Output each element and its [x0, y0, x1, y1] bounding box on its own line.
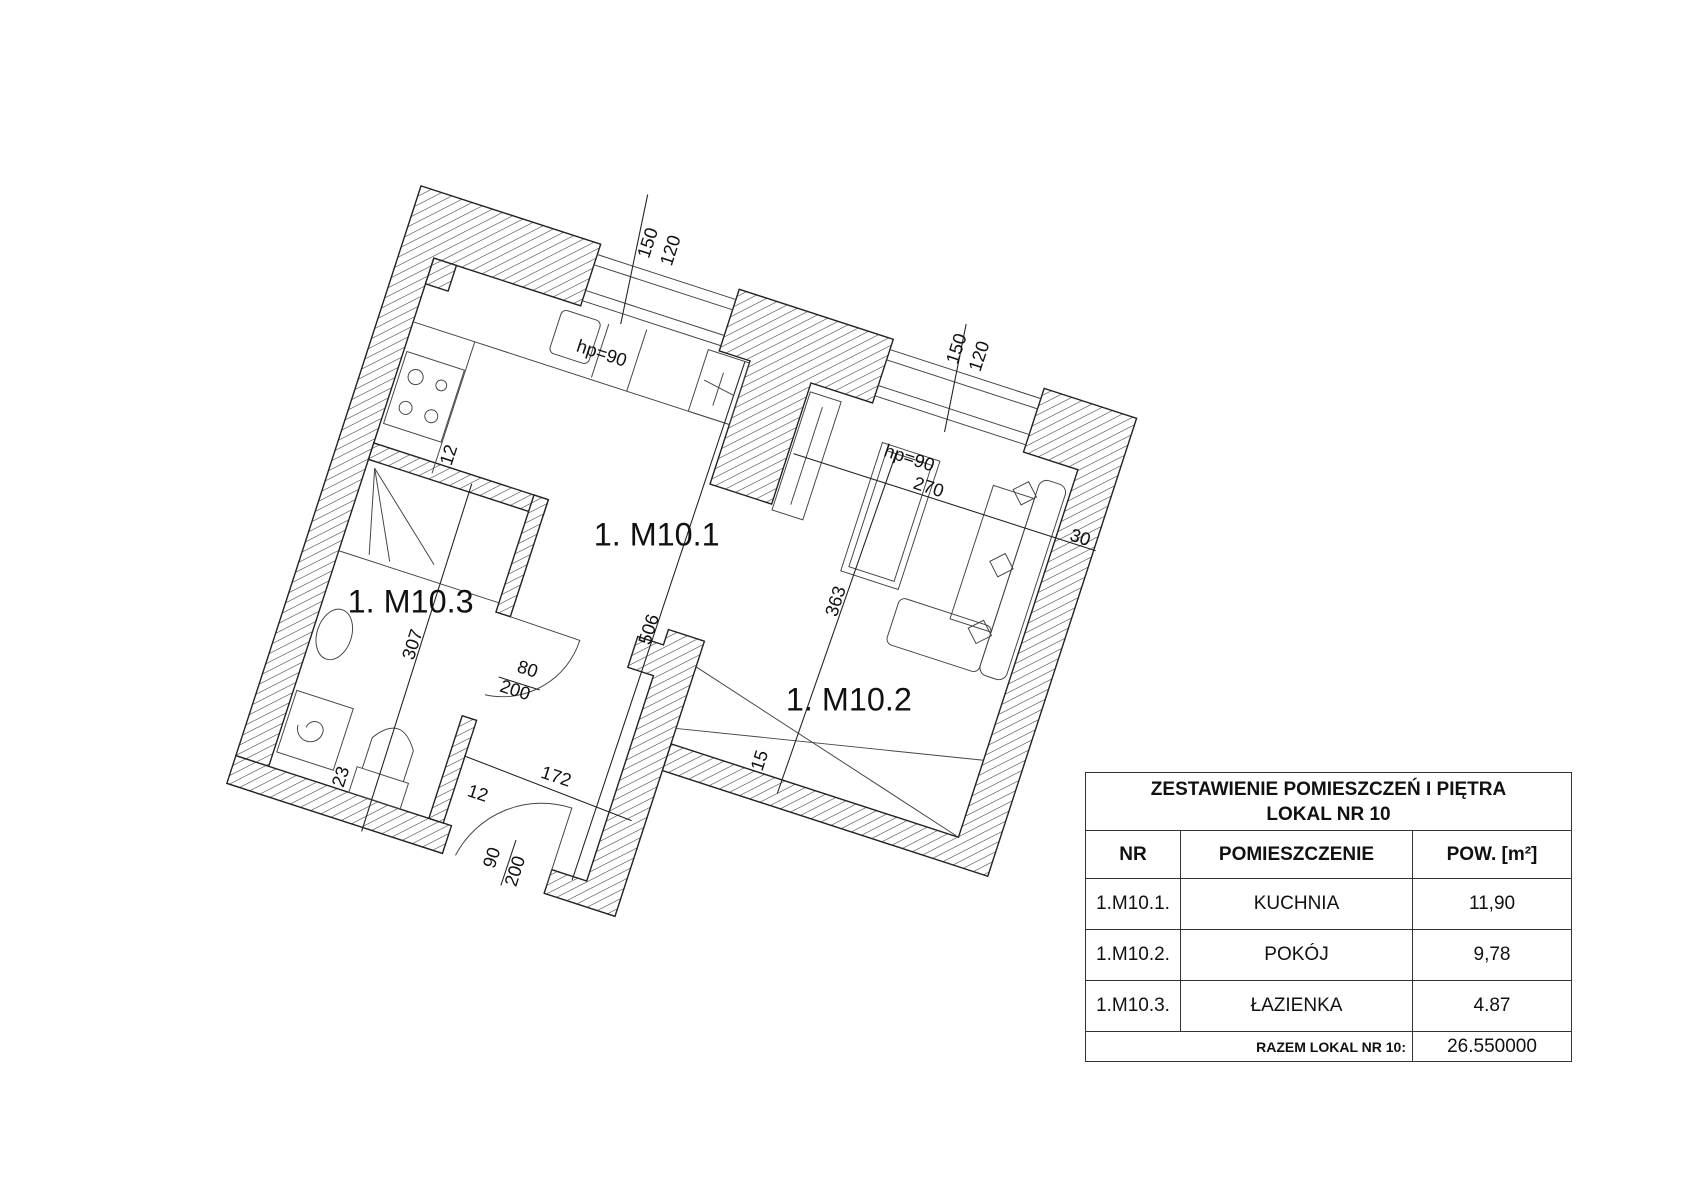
row-area: 9,78 [1411, 929, 1573, 981]
wall-partition-lower [543, 628, 706, 918]
door-bath-fraction-line [498, 676, 540, 691]
washing-machine-icon [276, 689, 354, 771]
room-label-room: 1. M10.2 [786, 682, 912, 718]
dim-307: 307 [397, 626, 426, 662]
header-nr: NR [1085, 830, 1181, 879]
row-nr: 1.M10.1. [1085, 878, 1181, 930]
header-area: POW. [m²] [1411, 830, 1573, 879]
dim-363: 363 [820, 583, 849, 619]
wall-bathroom-right-upper [495, 494, 550, 618]
table-row: 1.M10.3. ŁAZIENKA 4.87 [1085, 980, 1573, 1032]
stove-icon [382, 350, 466, 443]
table-title-line2: LOKAL NR 10 [1266, 803, 1391, 825]
table-title: ZESTAWIENIE POMIESZCZEŃ I PIĘTRA LOKAL N… [1084, 772, 1573, 831]
window-room [874, 349, 1041, 446]
door-entry-width: 90 [478, 845, 504, 871]
fridge [687, 348, 750, 426]
shower [338, 467, 500, 604]
toilet-icon [348, 727, 414, 810]
kitchen-sink [549, 309, 601, 364]
tv-stand [771, 391, 842, 521]
door-bath-width: 80 [515, 655, 541, 681]
row-nr: 1.M10.3. [1085, 980, 1181, 1032]
wall-bathroom-right-lower [427, 714, 478, 824]
table-row: 1.M10.1. KUCHNIA 11,90 [1085, 878, 1573, 930]
total-value: 26.550000 [1411, 1031, 1573, 1062]
window-kitchen [582, 254, 737, 347]
door-entry-height: 200 [500, 853, 529, 889]
room-label-bathroom: 1. M10.3 [348, 583, 474, 619]
dim-line-270 [793, 453, 1096, 552]
row-name: KUCHNIA [1180, 878, 1413, 930]
dim-270: 270 [911, 472, 947, 501]
bed-icon [840, 441, 941, 591]
washbasin-icon [315, 608, 354, 661]
wall-pier-middle [709, 288, 895, 505]
sofa-icon [886, 479, 1067, 681]
row-area: 4.87 [1411, 980, 1573, 1032]
dim-line-172 [463, 755, 632, 822]
dim-23: 23 [327, 764, 353, 790]
dim-line-506 [571, 361, 746, 881]
row-name: ŁAZIENKA [1180, 980, 1413, 1032]
door-entry [455, 802, 573, 886]
row-nr: 1.M10.2. [1085, 929, 1181, 981]
dim-12-lower: 12 [465, 780, 491, 806]
row-area: 11,90 [1411, 878, 1573, 930]
wall-bottom-bathroom [225, 754, 453, 855]
dim-506: 506 [634, 611, 663, 647]
window-leader-1 [620, 194, 649, 325]
header-room: POMIESZCZENIE [1180, 830, 1413, 879]
window-leader-2 [944, 323, 967, 433]
total-label: RAZEM LOKAL NR 10: [1085, 1031, 1413, 1062]
column [424, 257, 458, 293]
door-entry-fraction-line [500, 839, 517, 886]
table-row: 1.M10.2. POKÓJ 9,78 [1085, 929, 1573, 981]
sill-height-kitchen: hp=90 [574, 335, 629, 371]
row-name: POKÓJ [1180, 929, 1413, 981]
dim-line-307 [361, 483, 473, 832]
table-title-line1: ZESTAWIENIE POMIESZCZEŃ I PIĘTRA [1150, 778, 1507, 800]
room-label-kitchen: 1. M10.1 [594, 516, 720, 552]
dim-line-363 [776, 453, 897, 794]
room-schedule-table: ZESTAWIENIE POMIESZCZEŃ I PIĘTRA LOKAL N… [1084, 772, 1573, 1062]
door-bathroom [484, 616, 581, 698]
